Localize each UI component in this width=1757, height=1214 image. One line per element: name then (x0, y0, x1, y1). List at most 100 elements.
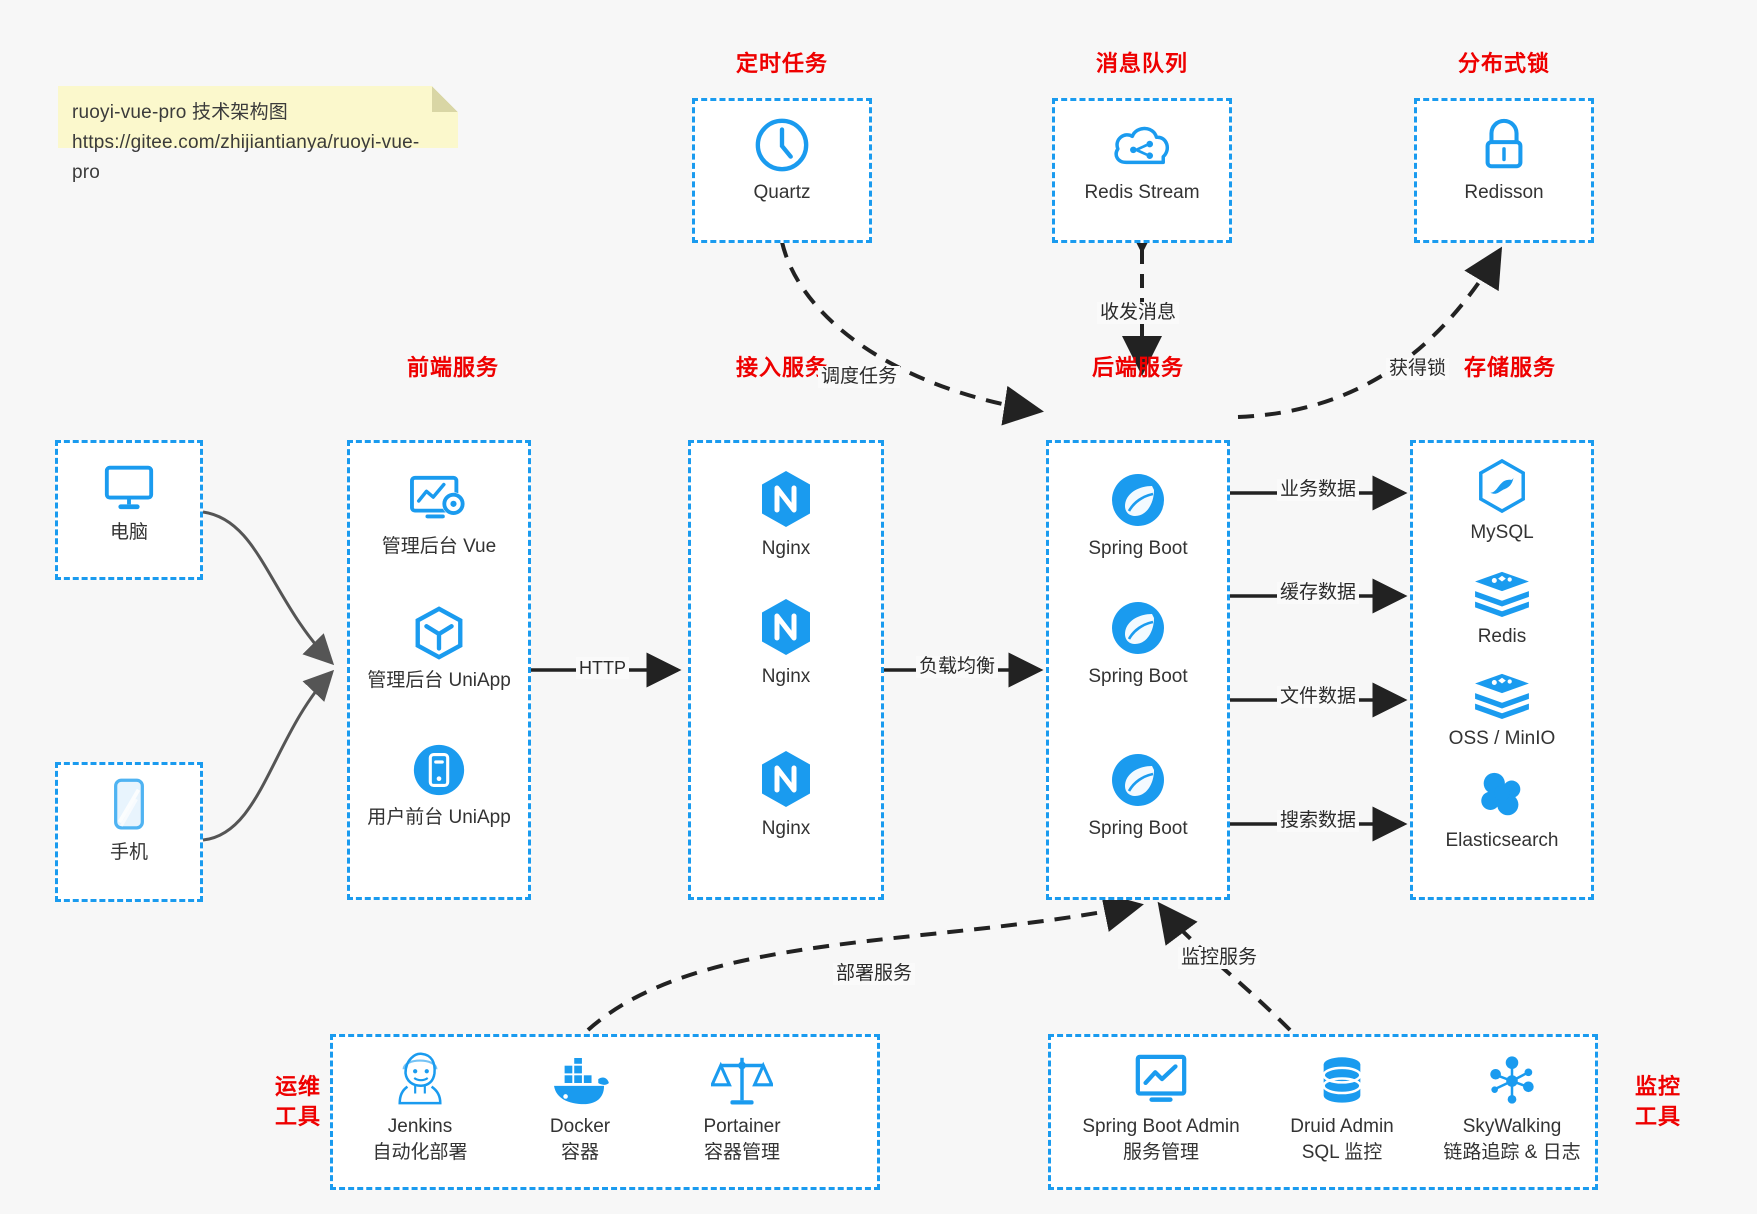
mobile-app-icon (359, 737, 519, 799)
monitor-chart-icon (1068, 1046, 1254, 1108)
node-label: Nginx (761, 666, 811, 687)
node-nginx-1[interactable]: Nginx (706, 468, 866, 562)
skywalking-icon (1422, 1046, 1602, 1108)
group-box-client-desktop (55, 440, 203, 580)
node-elasticsearch[interactable]: Elasticsearch (1422, 760, 1582, 854)
spring-boot-icon (1058, 468, 1218, 530)
node-druid-admin[interactable]: Druid Admin SQL 监控 (1262, 1046, 1422, 1166)
node-label: Nginx (761, 818, 811, 839)
group-box-storage (1410, 440, 1594, 900)
node-label: Druid Admin (1290, 1116, 1394, 1137)
edge-label-http: HTTP (576, 657, 629, 679)
group-title-lock: 分布式锁 (1457, 51, 1550, 76)
nginx-icon (706, 748, 866, 810)
edge-label-business-data: 业务数据 (1277, 479, 1360, 501)
oss-stack-icon (1422, 658, 1582, 720)
node-spring-boot-admin[interactable]: Spring Boot Admin 服务管理 (1068, 1046, 1254, 1166)
node-spring-boot-2[interactable]: Spring Boot (1058, 596, 1218, 690)
edge-label-cache-data: 缓存数据 (1277, 582, 1360, 604)
edge-label-schedule-task: 调度任务 (818, 366, 901, 388)
group-title-scheduler: 定时任务 (735, 51, 828, 76)
group-title-frontend: 前端服务 (406, 355, 499, 380)
node-label: Spring Boot (1088, 818, 1188, 839)
node-label: Redis (1477, 626, 1527, 647)
padlock-icon (1424, 112, 1584, 174)
node-label: 用户前台 UniApp (367, 807, 511, 828)
node-label: Quartz (753, 182, 811, 203)
node-redis[interactable]: Redis (1422, 556, 1582, 650)
node-phone[interactable]: 手机 (49, 772, 209, 866)
node-label: OSS / MinIO (1448, 728, 1556, 749)
edge-label-send-receive-message: 收发消息 (1097, 302, 1180, 324)
note-fold-corner (432, 86, 458, 112)
node-label: 管理后台 UniApp (367, 670, 511, 691)
node-label: MySQL (1470, 522, 1534, 543)
node-label: Nginx (761, 538, 811, 559)
diagram-note: ruoyi-vue-pro 技术架构图 https://gitee.com/zh… (58, 86, 458, 183)
node-label: Spring Boot (1088, 666, 1188, 687)
node-mysql[interactable]: MySQL (1422, 452, 1582, 546)
database-icon (1262, 1046, 1422, 1108)
elasticsearch-icon (1422, 760, 1582, 822)
node-sublabel: 服务管理 (1122, 1142, 1199, 1163)
group-title-devops: 运维 工具 (258, 1072, 338, 1132)
jenkins-icon (340, 1046, 500, 1108)
node-portainer[interactable]: Portainer 容器管理 (662, 1046, 822, 1166)
edge-label-acquire-lock: 获得锁 (1386, 358, 1450, 380)
group-title-mq: 消息队列 (1095, 51, 1188, 76)
node-label: 管理后台 Vue (381, 536, 497, 557)
node-spring-boot-1[interactable]: Spring Boot (1058, 468, 1218, 562)
node-label: SkyWalking (1462, 1116, 1562, 1137)
node-admin-uniapp[interactable]: 管理后台 UniApp (359, 600, 519, 694)
clock-icon (702, 112, 862, 174)
edge-label-monitor-service: 监控服务 (1178, 947, 1261, 969)
smartphone-icon (49, 772, 209, 834)
edge-label-deploy-service: 部署服务 (833, 963, 916, 985)
group-title-devops-line2: 工具 (274, 1104, 321, 1129)
node-docker[interactable]: Docker 容器 (500, 1046, 660, 1166)
group-title-monitor-line1: 监控 (1634, 1074, 1681, 1099)
redis-stack-icon (1422, 556, 1582, 618)
node-admin-vue[interactable]: 管理后台 Vue (359, 466, 519, 560)
desktop-icon (49, 452, 209, 514)
node-redis-stream[interactable]: Redis Stream (1062, 112, 1222, 206)
group-title-monitor-line2: 工具 (1634, 1104, 1681, 1129)
node-sublabel: 容器管理 (703, 1142, 780, 1163)
node-sublabel: 链路追踪 & 日志 (1443, 1142, 1581, 1163)
node-label: Redis Stream (1084, 182, 1200, 203)
group-title-storage: 存储服务 (1463, 355, 1556, 380)
edge-label-load-balance: 负载均衡 (916, 656, 999, 678)
cloud-stream-icon (1062, 112, 1222, 174)
node-nginx-2[interactable]: Nginx (706, 596, 866, 690)
node-label: Jenkins (387, 1116, 453, 1137)
node-jenkins[interactable]: Jenkins 自动化部署 (340, 1046, 500, 1166)
group-box-client-phone (55, 762, 203, 902)
group-title-monitor: 监控 工具 (1618, 1072, 1698, 1132)
node-label: 电脑 (109, 522, 148, 543)
node-label: 手机 (109, 842, 148, 863)
node-spring-boot-3[interactable]: Spring Boot (1058, 748, 1218, 842)
node-label: Redisson (1464, 182, 1544, 203)
node-desktop[interactable]: 电脑 (49, 452, 209, 546)
node-label: Docker (549, 1116, 611, 1137)
edge-label-file-data: 文件数据 (1277, 686, 1360, 708)
node-sublabel: 自动化部署 (372, 1142, 468, 1163)
node-label: Spring Boot (1088, 538, 1188, 559)
node-oss-minio[interactable]: OSS / MinIO (1422, 658, 1582, 752)
node-user-uniapp[interactable]: 用户前台 UniApp (359, 737, 519, 831)
node-sublabel: SQL 监控 (1301, 1142, 1383, 1163)
edge-label-search-data: 搜索数据 (1277, 810, 1360, 832)
group-title-devops-line1: 运维 (274, 1074, 321, 1099)
nginx-icon (706, 596, 866, 658)
docker-icon (500, 1046, 660, 1108)
node-nginx-3[interactable]: Nginx (706, 748, 866, 842)
node-quartz[interactable]: Quartz (702, 112, 862, 206)
node-redisson[interactable]: Redisson (1424, 112, 1584, 206)
scales-icon (662, 1046, 822, 1108)
node-skywalking[interactable]: SkyWalking 链路追踪 & 日志 (1422, 1046, 1602, 1166)
group-title-backend: 后端服务 (1091, 355, 1184, 380)
spring-boot-icon (1058, 596, 1218, 658)
spring-boot-icon (1058, 748, 1218, 810)
group-box-mq (1052, 98, 1232, 243)
